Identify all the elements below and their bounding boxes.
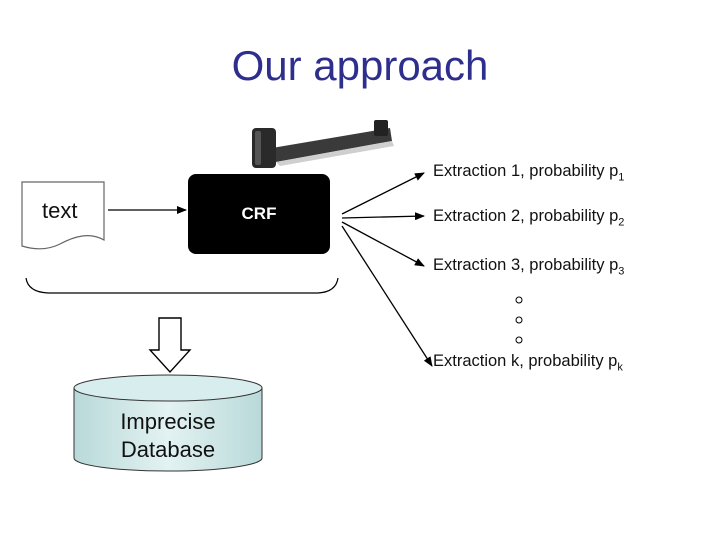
ellipsis-dot: [515, 316, 523, 324]
extraction-1-label: Extraction 1, probability p1: [433, 162, 625, 184]
ellipsis-dot: [515, 296, 523, 304]
extraction-2-label: Extraction 2, probability p2: [433, 207, 625, 229]
database-label-line-1: Imprecise: [120, 409, 216, 434]
database-cylinder: [73, 374, 263, 472]
arrow-crf-to-extraction-3: [341, 221, 425, 267]
crf-box: [188, 174, 330, 254]
ellipsis-dot: [515, 336, 523, 344]
down-arrow-icon: [148, 317, 192, 374]
extraction-3-label: Extraction 3, probability p3: [433, 256, 625, 278]
document-shape: [21, 181, 105, 250]
extraction-k-label: Extraction k, probability pk: [433, 352, 623, 374]
input-text-label: text: [42, 198, 78, 223]
arrow-crf-to-extraction-1: [341, 172, 425, 215]
hammer-icon: [252, 120, 394, 168]
page-title: Our approach: [231, 42, 489, 89]
arrow-crf-to-extraction-2: [341, 212, 425, 221]
crf-label: CRF: [241, 204, 277, 223]
grouping-brace: [25, 277, 339, 294]
database-label-line-2: Database: [120, 437, 216, 462]
arrow-crf-to-extraction-k: [341, 225, 433, 367]
database-label: Imprecise Database: [74, 408, 262, 464]
